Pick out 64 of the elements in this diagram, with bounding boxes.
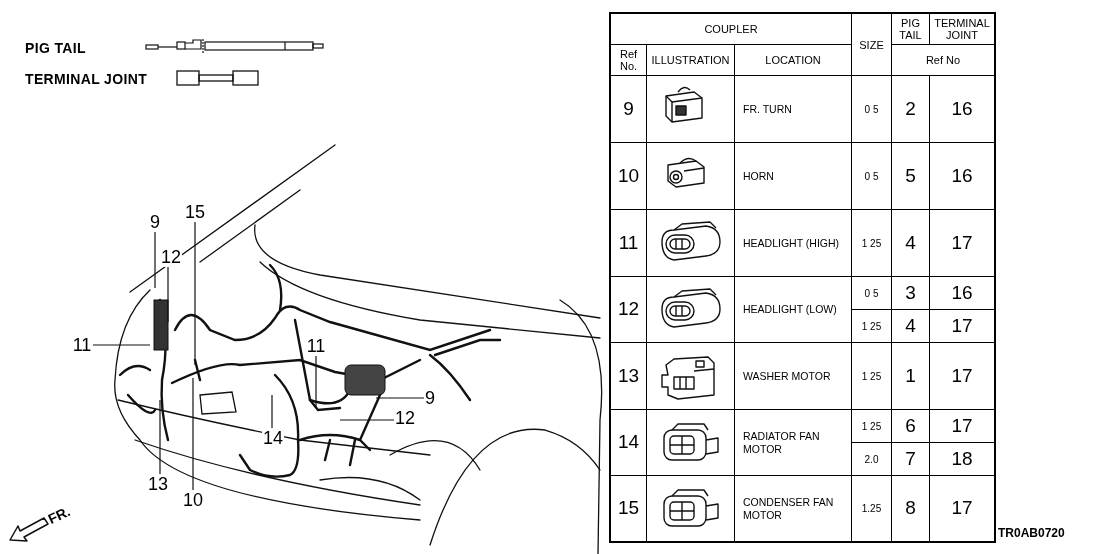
part-type-label: PIG TAIL	[25, 39, 86, 58]
column-header: Ref No	[925, 54, 961, 66]
wire-size: 0 5	[864, 169, 879, 184]
location-text: HEADLIGHT (LOW)	[743, 303, 837, 316]
location-text: WASHER MOTOR	[743, 369, 831, 383]
part-type-label: TERMINAL JOINT	[25, 70, 148, 89]
wire-size: 1 25	[861, 369, 882, 384]
wire-size: 1 25	[861, 419, 882, 434]
wire-size: 0 5	[864, 102, 879, 117]
pigtail-ref-number: 1	[905, 363, 916, 388]
terminal-joint-ref-number: 16	[951, 280, 973, 305]
terminal-joint-ref-number: 17	[951, 363, 973, 388]
column-header: SIZE	[859, 38, 884, 51]
location-text: CONDENSER FAN MOTOR	[743, 495, 835, 522]
location-text: HORN	[743, 169, 774, 183]
column-header: LOCATION	[765, 54, 821, 66]
ref-number: 13	[617, 363, 640, 388]
leader-line	[167, 266, 169, 323]
leader-line	[315, 355, 317, 409]
leader-line	[192, 377, 194, 491]
pigtail-ref-number: 3	[905, 280, 916, 305]
leader-line	[154, 231, 156, 289]
wire-size: 0 5	[864, 286, 879, 301]
column-header: PIG TAIL	[898, 17, 923, 41]
callout-number: 12	[160, 247, 182, 267]
pigtail-ref-number: 5	[905, 163, 916, 188]
terminal-joint-ref-number: 16	[951, 163, 973, 188]
terminal-joint-ref-number: 17	[951, 313, 973, 338]
column-header: COUPLER	[704, 23, 758, 35]
ref-number: 12	[617, 297, 640, 322]
direction-label: FR.	[44, 502, 74, 530]
terminal-joint-ref-number: 16	[951, 96, 973, 121]
terminal-joint-ref-number: 17	[951, 496, 973, 521]
terminal-joint-ref-number: 17	[951, 230, 973, 255]
pigtail-ref-number: 7	[905, 446, 916, 471]
wire-size: 1 25	[861, 236, 882, 251]
pigtail-ref-number: 4	[905, 230, 916, 255]
ref-number: 9	[623, 96, 634, 121]
leader-line	[339, 419, 395, 421]
leader-line	[271, 394, 273, 429]
location-text: FR. TURN	[743, 102, 792, 116]
column-header: Ref No.	[618, 48, 639, 72]
wire-size: 2.0	[864, 452, 879, 467]
ref-number: 14	[617, 430, 640, 455]
terminal-joint-ref-number: 17	[951, 413, 973, 438]
wire-size: 1.25	[861, 502, 882, 516]
leader-line	[375, 397, 425, 399]
leader-line	[92, 344, 151, 346]
terminal-joint-ref-number: 18	[951, 446, 973, 471]
location-text: HEADLIGHT (HIGH)	[743, 236, 840, 250]
pigtail-ref-number: 6	[905, 413, 916, 438]
diagram-code: TR0AB0720	[998, 525, 1065, 542]
wire-size: 1 25	[861, 319, 882, 334]
column-header: ILLUSTRATION	[651, 54, 730, 66]
ref-number: 15	[617, 496, 640, 521]
pigtail-ref-number: 2	[905, 96, 916, 121]
pigtail-ref-number: 8	[905, 496, 916, 521]
ref-number: 11	[618, 230, 639, 255]
leader-line	[159, 399, 161, 475]
leader-line	[194, 221, 196, 366]
pigtail-ref-number: 4	[905, 313, 916, 338]
column-header: TERMINAL JOINT	[933, 17, 991, 41]
ref-number: 10	[617, 163, 640, 188]
location-text: RADIATOR FAN MOTOR	[743, 429, 821, 456]
